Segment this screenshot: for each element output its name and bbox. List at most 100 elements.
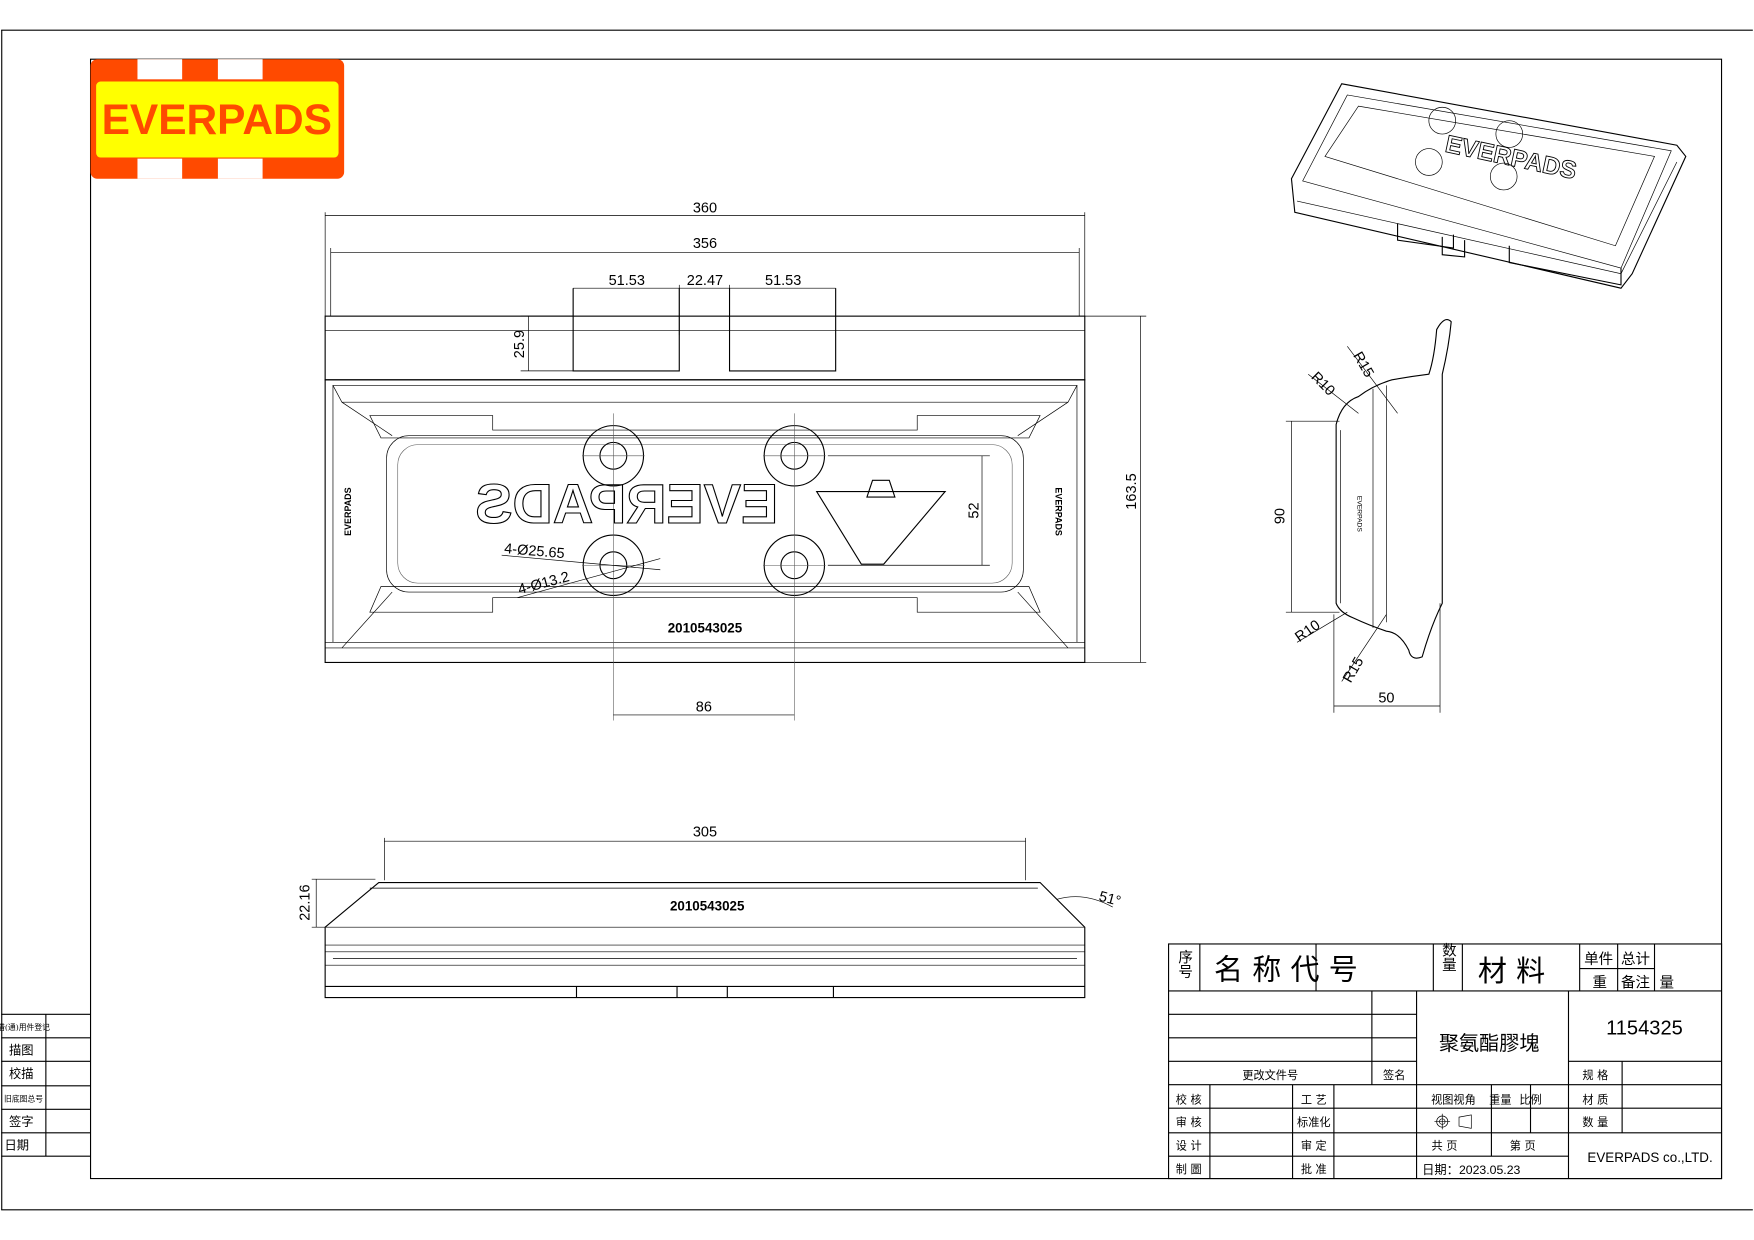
- drawing-line: [1397, 223, 1622, 286]
- drawing-label: 日期: [5, 1139, 30, 1153]
- drawing-label: 聚氨酯膠塊: [1439, 1031, 1539, 1055]
- drawing-line: [1290, 83, 1687, 289]
- drawing-label: 25.9: [512, 330, 528, 358]
- drawing-label: R10: [1292, 617, 1323, 645]
- drawing-label: 签字: [9, 1114, 34, 1129]
- drawing-line: [324, 212, 1147, 716]
- drawing-label: 单件: [1584, 951, 1613, 968]
- drawing-label: R10: [1308, 369, 1338, 399]
- drawing-label: 4-Ø13.2: [516, 569, 571, 598]
- title-block: 序号 名 称 代 号 数量 材 料 单件 总计 重 备注 量 聚氨酯膠塊 115…: [1168, 943, 1723, 1180]
- drawing-line: [325, 887, 1085, 966]
- drawing-label: 51°: [1097, 889, 1122, 910]
- drawing-label: 重: [1593, 975, 1608, 992]
- drawing-line: [89, 58, 1723, 1180]
- drawing-label: EVERPADS co.,LTD.: [1587, 1150, 1712, 1165]
- drawing-label: 51.53: [609, 273, 645, 289]
- drawing-line: [137, 158, 183, 179]
- drawing-label: EVERPADS: [1443, 131, 1579, 185]
- drawing-line: [815, 479, 947, 565]
- drawing-line: [1209, 990, 1623, 1179]
- drawing-label: 序号: [1176, 949, 1192, 979]
- drawing-line: [311, 837, 1113, 928]
- drawing-label: 4-Ø25.65: [504, 541, 566, 562]
- drawing-line: [369, 415, 1041, 613]
- drawing-label: 1154325: [1606, 1017, 1683, 1039]
- drawing-line: [1, 1013, 91, 1157]
- drawing-line: [397, 444, 1013, 584]
- first-angle-projection-icon: [1434, 1113, 1472, 1130]
- drawing-label: 2010543025: [670, 898, 745, 913]
- drawing-line: [1434, 1113, 1472, 1130]
- drawing-label: 名 称 代 号: [1214, 953, 1358, 987]
- drawing-label: 2010543025: [668, 620, 743, 635]
- drawing-line: [324, 315, 1086, 381]
- drawing-label: 第 页: [1510, 1139, 1536, 1153]
- drawing-label: 90: [1273, 508, 1289, 524]
- drawing-label: 共 页: [1432, 1140, 1458, 1153]
- drawing-label: 数 量: [1582, 1116, 1608, 1129]
- drawing-label: 材 料: [1478, 954, 1545, 988]
- drawing-label: 描图: [9, 1044, 34, 1058]
- drawing-label: 校 核: [1176, 1093, 1202, 1107]
- drawing-line: [1495, 120, 1524, 148]
- drawing-label: 视图视角: [1431, 1093, 1476, 1107]
- drawing-line: [324, 379, 1086, 664]
- drawing-label: R15: [1349, 349, 1376, 380]
- drawing-line: [325, 385, 1085, 649]
- drawing-label: 22.47: [687, 273, 723, 289]
- drawing-label: 材 质: [1582, 1093, 1608, 1107]
- drawing-label: 数量: [1440, 943, 1456, 972]
- drawing-line: [137, 59, 183, 80]
- drawing-line: [1340, 385, 1387, 628]
- drawing-label: 360: [693, 200, 717, 216]
- drawing-line: [501, 554, 661, 598]
- drawing-label: 校描: [9, 1066, 34, 1081]
- drawing-label: 审 核: [1176, 1115, 1202, 1129]
- drawing-label: 工 艺: [1301, 1094, 1327, 1107]
- revision-side-panel: 借(通)用件登记 描图 校描 旧底图总号 签字 日期: [0, 1013, 91, 1157]
- side-view: EVERPADS 90 50 R15 R10 R10 R15: [1273, 319, 1452, 713]
- drawing-label: EVERPADS: [1355, 496, 1362, 532]
- drawing-label: EVERPADS: [475, 472, 778, 535]
- drawing-label: 量: [1660, 976, 1675, 992]
- drawing-label: 审 定: [1301, 1139, 1327, 1153]
- drawing-label: 借(通)用件登记: [0, 1022, 50, 1032]
- drawing-label: 22.16: [298, 884, 314, 920]
- drawing-line: [217, 158, 263, 179]
- drawing-label: 比例: [1519, 1093, 1541, 1107]
- drawing-label: 旧底图总号: [4, 1093, 43, 1103]
- drawing-label: R15: [1340, 655, 1367, 686]
- drawing-line: [332, 385, 1078, 649]
- drawing-line: [572, 288, 837, 372]
- isometric-view: EVERPADS: [1290, 83, 1687, 289]
- drawing-label: 日期：2023.05.23: [1422, 1163, 1520, 1177]
- drawing-line: [1428, 106, 1457, 135]
- drawing-line: [1489, 162, 1518, 191]
- drawing-line: [325, 985, 1085, 998]
- drawing-label: 52: [967, 502, 983, 518]
- drawing-label: EVERPADS: [343, 487, 353, 535]
- drawing-line: [582, 413, 826, 721]
- drawing-frame: [1, 29, 1753, 1211]
- mounting-holes: [582, 413, 826, 721]
- drawing-line: [1199, 943, 1656, 991]
- drawing-line: [1335, 319, 1452, 659]
- drawing-label: EVERPADS: [102, 96, 332, 143]
- drawing-label: 备注: [1621, 975, 1650, 992]
- drawing-line: [1415, 148, 1443, 176]
- drawing-label: 86: [696, 700, 712, 716]
- drawing-label: 批 准: [1301, 1162, 1327, 1176]
- drawing-label: 规 格: [1582, 1068, 1608, 1082]
- drawing-label: 51.53: [765, 273, 801, 289]
- drawing-line: [1168, 990, 1722, 1157]
- drawing-label: 163.5: [1124, 473, 1140, 509]
- drawing-line: [386, 435, 1024, 593]
- drawing-label: 50: [1378, 691, 1394, 707]
- drawing-line: [1296, 94, 1678, 275]
- drawing-label: 更改文件号: [1242, 1068, 1298, 1082]
- bottom-view: 2010543025 305 22.16 51°: [298, 825, 1123, 999]
- drawing-line: [1285, 346, 1441, 713]
- front-view-dimensions: 360 356 51.53 22.47 51.53 25.9 163.5 52 …: [324, 200, 1147, 716]
